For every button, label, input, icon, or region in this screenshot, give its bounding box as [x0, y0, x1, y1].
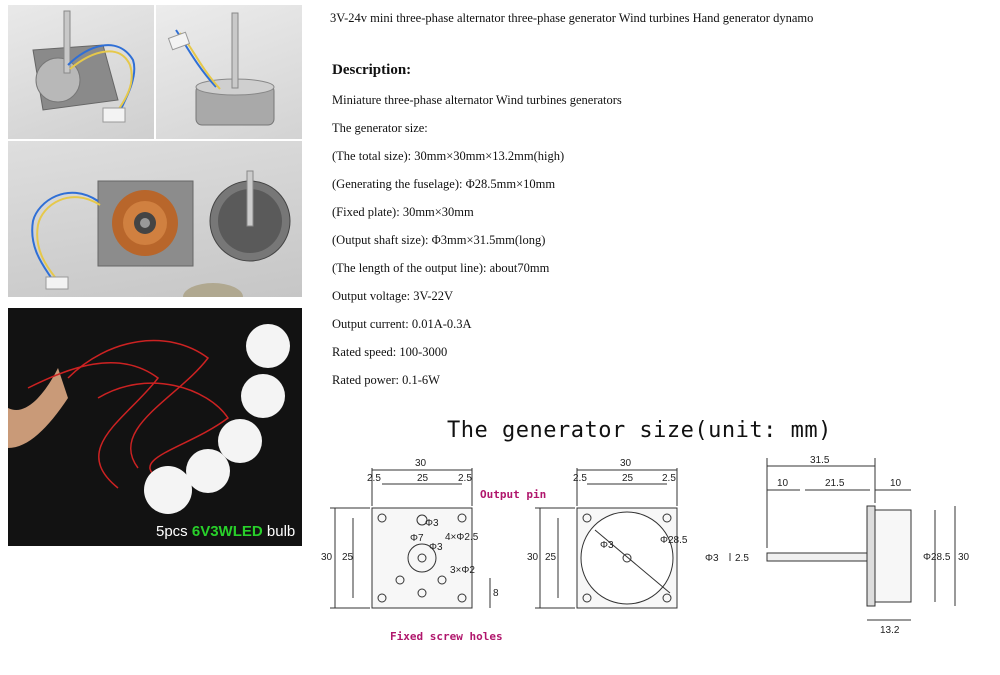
bulb-count: 5pcs: [156, 523, 188, 540]
description-heading: Description:: [332, 62, 412, 78]
body-dia-label: Φ28.5: [660, 535, 688, 546]
back-width-label: 30: [620, 458, 632, 469]
spec-line: Rated power: 0.1-6W: [332, 373, 440, 387]
spec-line: (The total size): 30mm×30mm×13.2mm(high): [332, 149, 565, 163]
spec-line: The generator size:: [332, 121, 428, 135]
back-height-inner-label: 25: [545, 552, 557, 563]
side-mid-label: 21.5: [825, 478, 845, 489]
back-margin-label-right: 2.5: [662, 473, 676, 484]
hole-dia-label: Φ3: [425, 518, 439, 529]
generator-photo-front: [8, 5, 154, 139]
back-inner-label: 25: [622, 473, 634, 484]
spec-line: (Output shaft size): Φ3mm×31.5mm(long): [332, 233, 546, 247]
spec-line: Output current: 0.01A-0.3A: [332, 317, 472, 331]
bulb-type: 6V3WLED: [191, 523, 263, 540]
side-shaft-dia-label: Φ3: [705, 553, 719, 564]
led-bulbs-photo: 5pcs 6V3WLED bulb: [8, 308, 302, 546]
back-margin-label: 2.5: [573, 473, 587, 484]
dimension-drawing: 30 25 2.5 2.5 30 25 Φ3 Φ7 4×Φ2.5 Φ3 3×Φ2…: [321, 455, 970, 643]
generator-photo-stator: [8, 141, 302, 297]
side-half-label: 2.5: [735, 553, 749, 564]
spec-line: Miniature three-phase alternator Wind tu…: [332, 93, 622, 107]
shaft-length-label: 31.5: [810, 455, 830, 466]
front-margin-label-right: 2.5: [458, 473, 472, 484]
side-left-label: 10: [777, 478, 789, 489]
center-dia-label: Φ3: [600, 540, 614, 551]
bulb-caption: 5pcs 6V3WLED bulb: [156, 523, 295, 540]
front-width-label: 30: [415, 458, 427, 469]
side-total-label: 30: [958, 552, 970, 563]
spec-line: (Fixed plate): 30mm×30mm: [332, 205, 474, 219]
screw-holes-label: Fixed screw holes: [390, 630, 503, 643]
bulb-word: bulb: [266, 523, 296, 540]
shaft-label: Φ3: [429, 542, 443, 553]
small-holes-label: 3×Φ2: [450, 565, 475, 576]
spec-line: (Generating the fuselage): Φ28.5mm×10mm: [332, 177, 556, 191]
pin-dia-label: Φ7: [410, 533, 424, 544]
front-inner-label: 25: [417, 473, 429, 484]
offset-label: 8: [493, 588, 499, 599]
side-height-label: 13.2: [880, 625, 900, 636]
back-height-label: 30: [527, 552, 539, 563]
side-right-label: 10: [890, 478, 902, 489]
front-height-label: 30: [321, 552, 333, 563]
generator-photo-side: [156, 5, 302, 139]
holes-label: 4×Φ2.5: [445, 532, 479, 543]
front-margin-label: 2.5: [367, 473, 381, 484]
spec-line: Output voltage: 3V-22V: [332, 289, 454, 303]
spec-line: Rated speed: 100-3000: [332, 345, 448, 359]
front-height-inner-label: 25: [342, 552, 354, 563]
output-pin-label: Output pin: [480, 488, 546, 501]
spec-line: (The length of the output line): about70…: [332, 261, 550, 275]
product-title: 3V-24v mini three-phase alternator three…: [330, 11, 814, 25]
side-body-dia-label: Φ28.5: [923, 552, 951, 563]
drawing-title: The generator size(unit: mm): [447, 418, 832, 443]
